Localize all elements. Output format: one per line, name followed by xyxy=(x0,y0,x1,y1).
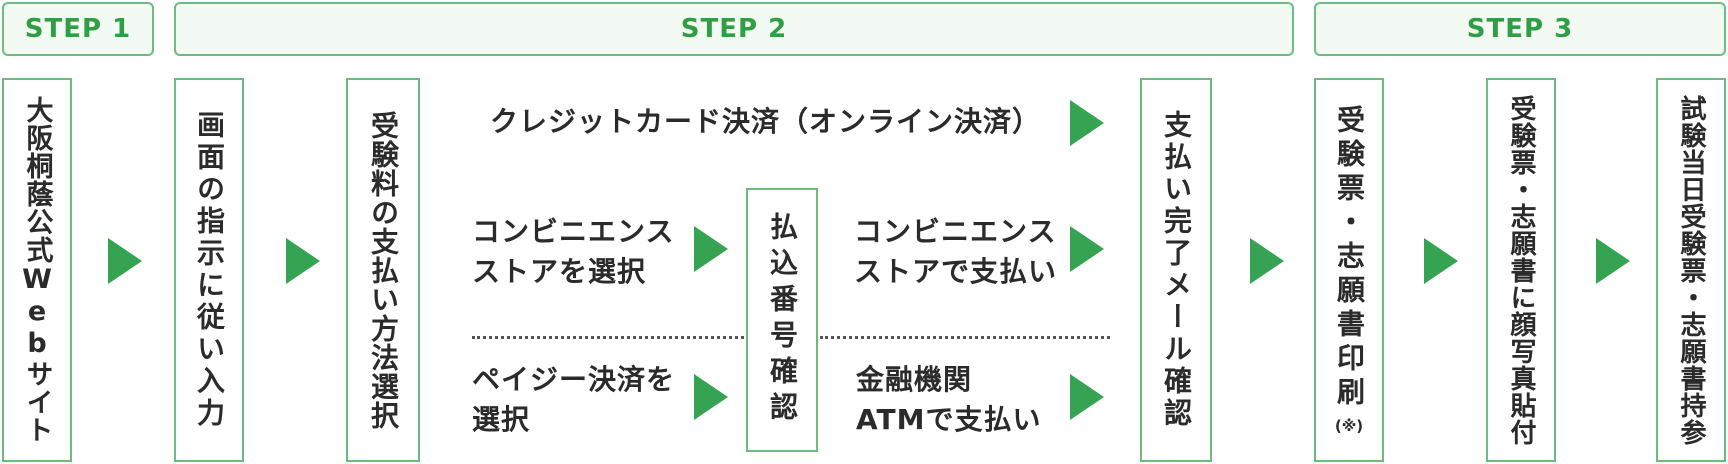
option-payeasy-select-line1: ペイジー決済を xyxy=(472,363,676,396)
option-convenience-pay-line1: コンビニエンス xyxy=(854,215,1057,248)
box-payment-number-text: 払込番号確認 xyxy=(766,212,799,428)
option-bank-pay: 金融機関 ATMで支払い xyxy=(856,360,1041,440)
box-exam-day: 試験当日受験票・志願書持参 xyxy=(1656,78,1726,462)
flow-arrow-icon xyxy=(1596,238,1630,284)
step3-header: STEP 3 xyxy=(1314,2,1726,56)
box-exam-day-text: 試験当日受験票・志願書持参 xyxy=(1676,94,1706,446)
separator-dotted-left xyxy=(472,336,744,339)
box-attach-photo-text: 受験票・志願書に顔写真貼付 xyxy=(1506,94,1536,446)
flow-arrow-icon xyxy=(108,238,142,284)
flow-arrow-icon xyxy=(694,226,728,272)
step1-label: STEP 1 xyxy=(24,14,132,44)
separator-dotted-right xyxy=(820,336,1110,339)
option-credit-card: クレジットカード決済（オンライン決済） xyxy=(490,105,1042,138)
flow-arrow-icon xyxy=(286,238,320,284)
flow-arrow-icon xyxy=(694,374,728,420)
flow-arrow-icon xyxy=(1250,238,1284,284)
box-attach-photo: 受験票・志願書に顔写真貼付 xyxy=(1486,78,1556,462)
box-print-ticket-stack: 受験票・志願書印刷 (※) xyxy=(1332,105,1366,435)
option-convenience-pay: コンビニエンス ストアで支払い xyxy=(854,212,1057,292)
step3-label: STEP 3 xyxy=(1466,14,1574,44)
option-convenience-select: コンビニエンス ストアを選択 xyxy=(472,212,674,292)
box-payment-method-text: 受験料の支払い方法選択 xyxy=(367,110,400,430)
box-completion-mail-text: 支払い完了メール確認 xyxy=(1160,110,1193,430)
flow-arrow-icon xyxy=(1424,238,1458,284)
option-payeasy-select-line2: 選択 xyxy=(472,403,531,436)
box-official-site-text: 大阪桐蔭公式Webサイト xyxy=(21,96,53,444)
option-bank-pay-line1: 金融機関 xyxy=(856,363,973,396)
flow-arrow-icon xyxy=(1070,226,1104,272)
box-screen-input-text: 画面の指示に従い入力 xyxy=(193,110,226,430)
step1-header: STEP 1 xyxy=(2,2,154,56)
option-convenience-pay-line2: ストアで支払い xyxy=(854,255,1058,288)
flow-arrow-icon xyxy=(1070,374,1104,420)
flow-arrow-icon xyxy=(1070,100,1104,146)
box-completion-mail: 支払い完了メール確認 xyxy=(1140,78,1212,462)
option-bank-pay-line2: ATMで支払い xyxy=(856,403,1042,436)
box-official-site: 大阪桐蔭公式Webサイト xyxy=(2,78,72,462)
box-payment-method: 受験料の支払い方法選択 xyxy=(346,78,420,462)
option-payeasy-select: ペイジー決済を 選択 xyxy=(472,360,675,440)
box-print-ticket-text: 受験票・志願書印刷 xyxy=(1332,105,1366,411)
box-payment-number: 払込番号確認 xyxy=(746,188,818,452)
box-print-ticket: 受験票・志願書印刷 (※) xyxy=(1314,78,1384,462)
step2-header: STEP 2 xyxy=(174,2,1294,56)
option-convenience-select-line1: コンビニエンス xyxy=(472,215,675,248)
step2-label: STEP 2 xyxy=(680,14,788,44)
option-convenience-select-line2: ストアを選択 xyxy=(472,255,647,288)
box-print-ticket-note: (※) xyxy=(1334,417,1364,435)
box-screen-input: 画面の指示に従い入力 xyxy=(174,78,244,462)
